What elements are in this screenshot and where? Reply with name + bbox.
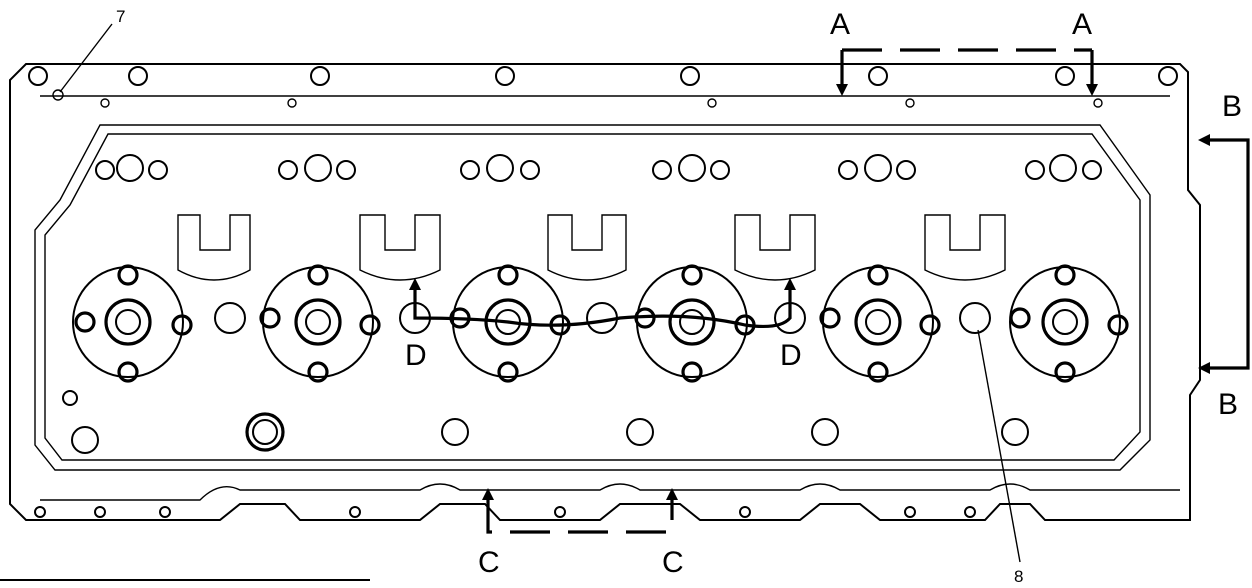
label-b-bottom: B [1218, 388, 1238, 421]
callout-7-target [52, 89, 64, 101]
section-c-indicator [482, 488, 678, 534]
lower-holes [34, 390, 1029, 518]
head-bolt-holes [74, 264, 1129, 383]
bracket-tabs [177, 214, 1006, 281]
callout-7-leader [59, 23, 113, 93]
top-bolt-holes [28, 66, 1178, 108]
upper-oil-holes [95, 154, 1102, 182]
section-b-indicator [1198, 134, 1250, 374]
section-a-indicator [836, 48, 1098, 96]
label-d-left: D [405, 339, 427, 372]
gasket-outline [9, 63, 1201, 521]
label-c-left: C [478, 546, 500, 579]
label-b-top: B [1222, 90, 1242, 123]
cylinder-6 [1009, 266, 1121, 378]
section-d-indicator [409, 278, 796, 329]
callout-8: 8 [1014, 567, 1023, 586]
label-a-left: A [830, 8, 850, 41]
callout-8-leader [977, 329, 1021, 563]
lower-bead [40, 483, 1180, 501]
label-a-right: A [1072, 8, 1092, 41]
label-d-right: D [780, 339, 802, 372]
gasket-bead-inner [44, 133, 1141, 461]
label-c-right: C [662, 546, 684, 579]
callout-7: 7 [116, 7, 125, 26]
gasket-bead [34, 124, 1151, 471]
